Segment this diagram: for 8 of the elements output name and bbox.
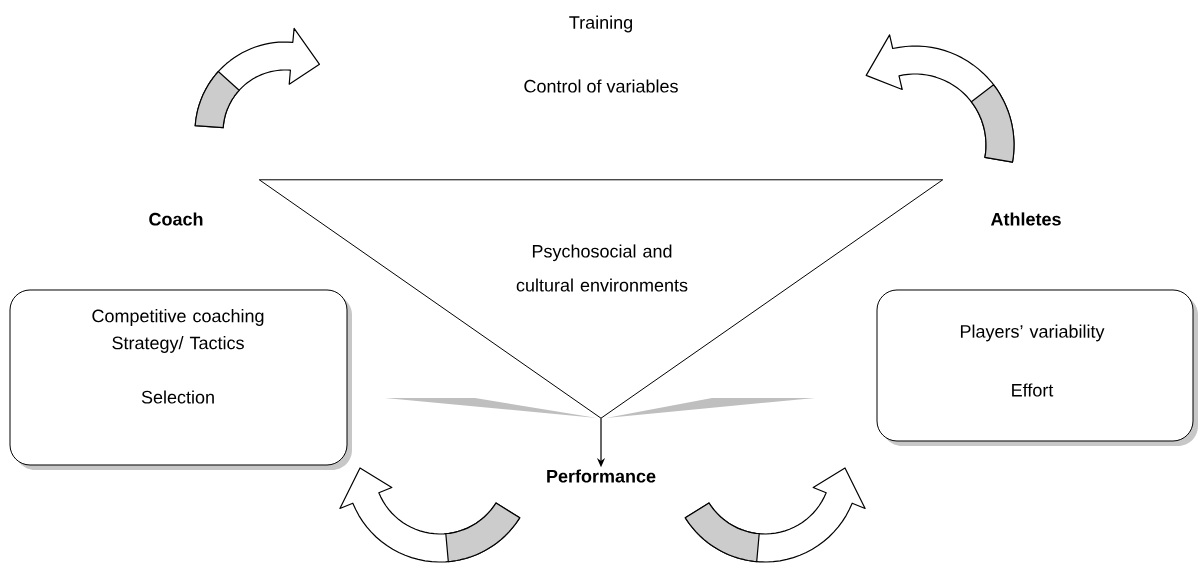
rounded-box: Competitive coaching Strategy/ Tactics Selection — [9, 289, 352, 470]
heading: Athletes — [990, 212, 1061, 226]
label-text: Control of variables — [524, 79, 678, 93]
performance-text: Performance — [547, 469, 656, 483]
heading: Coach — [149, 212, 203, 226]
rounded-box: Players’ variability Effort — [876, 289, 1198, 446]
label-text: Training — [569, 15, 632, 33]
triangle-text: Psychosocial and cultural environments — [516, 244, 688, 292]
